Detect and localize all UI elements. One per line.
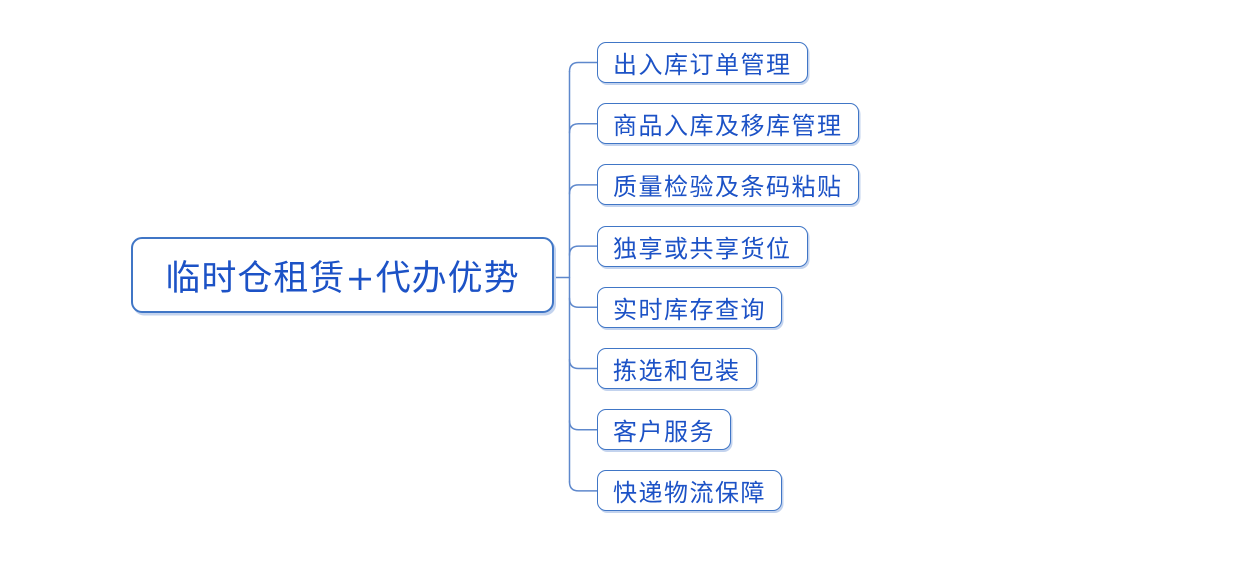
child-node-label: 快递物流保障 [613,479,766,508]
child-node[interactable]: 快递物流保障 [597,470,782,512]
child-node[interactable]: 独享或共享货位 [597,225,808,267]
child-node[interactable]: 出入库订单管理 [597,42,808,83]
child-node[interactable]: 拣选和包装 [597,348,757,389]
child-node-label: 出入库订单管理 [613,51,792,79]
child-node-label: 商品入库及移库管理 [613,112,843,141]
child-node-label: 实时库存查询 [613,295,766,324]
child-node-label: 独享或共享货位 [613,234,792,263]
root-node[interactable]: 临时仓租赁+代办优势 [131,237,554,313]
root-node-label: 临时仓租赁+代办优势 [165,258,520,299]
child-node-label: 拣选和包装 [613,357,741,385]
child-node[interactable]: 实时库存查询 [597,286,782,328]
child-node[interactable]: 质量检验及条码粘贴 [597,164,859,206]
child-node-label: 质量检验及条码粘贴 [613,173,843,202]
child-node[interactable]: 商品入库及移库管理 [597,103,859,145]
child-node-label: 客户服务 [613,418,715,447]
child-node[interactable]: 客户服务 [597,409,731,451]
